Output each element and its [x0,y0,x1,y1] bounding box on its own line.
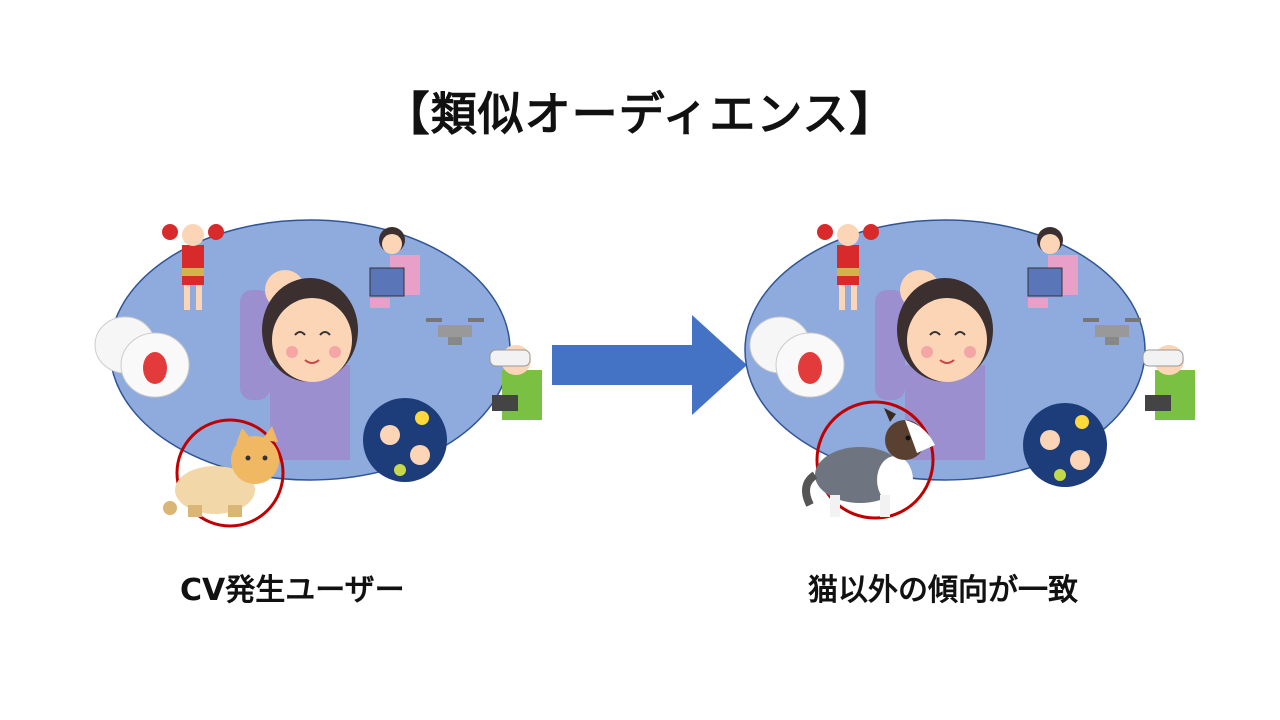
left-audience-scene [70,190,590,550]
transition-arrow [552,315,747,415]
right-audience-scene [700,190,1220,550]
night-pool-children-icon [363,398,447,482]
vr-headset-child-icon [1142,345,1195,420]
right-caption: 猫以外の傾向が一致 [808,573,1078,608]
cat-icon [163,426,279,517]
boxer-icon [162,224,224,310]
woman-thinking-icon [240,270,358,460]
page-title: 【類似オーディエンス】 [383,87,897,141]
drone-icon [1083,318,1141,345]
woman-thinking-icon [875,270,993,460]
drone-icon [426,318,484,345]
woman-with-chocolate-box-icon [369,227,420,308]
dog-icon [802,408,935,517]
highlight-circle [815,400,935,520]
night-pool-children-icon [1023,403,1107,487]
left-caption: CV発生ユーザー [180,573,405,608]
highlight-circle [175,418,285,528]
vr-headset-child-icon [489,345,542,420]
boxer-icon [817,224,879,310]
strawberry-daifuku-icon [94,316,190,398]
strawberry-daifuku-icon [749,316,845,398]
woman-with-chocolate-box-icon [1027,227,1078,308]
